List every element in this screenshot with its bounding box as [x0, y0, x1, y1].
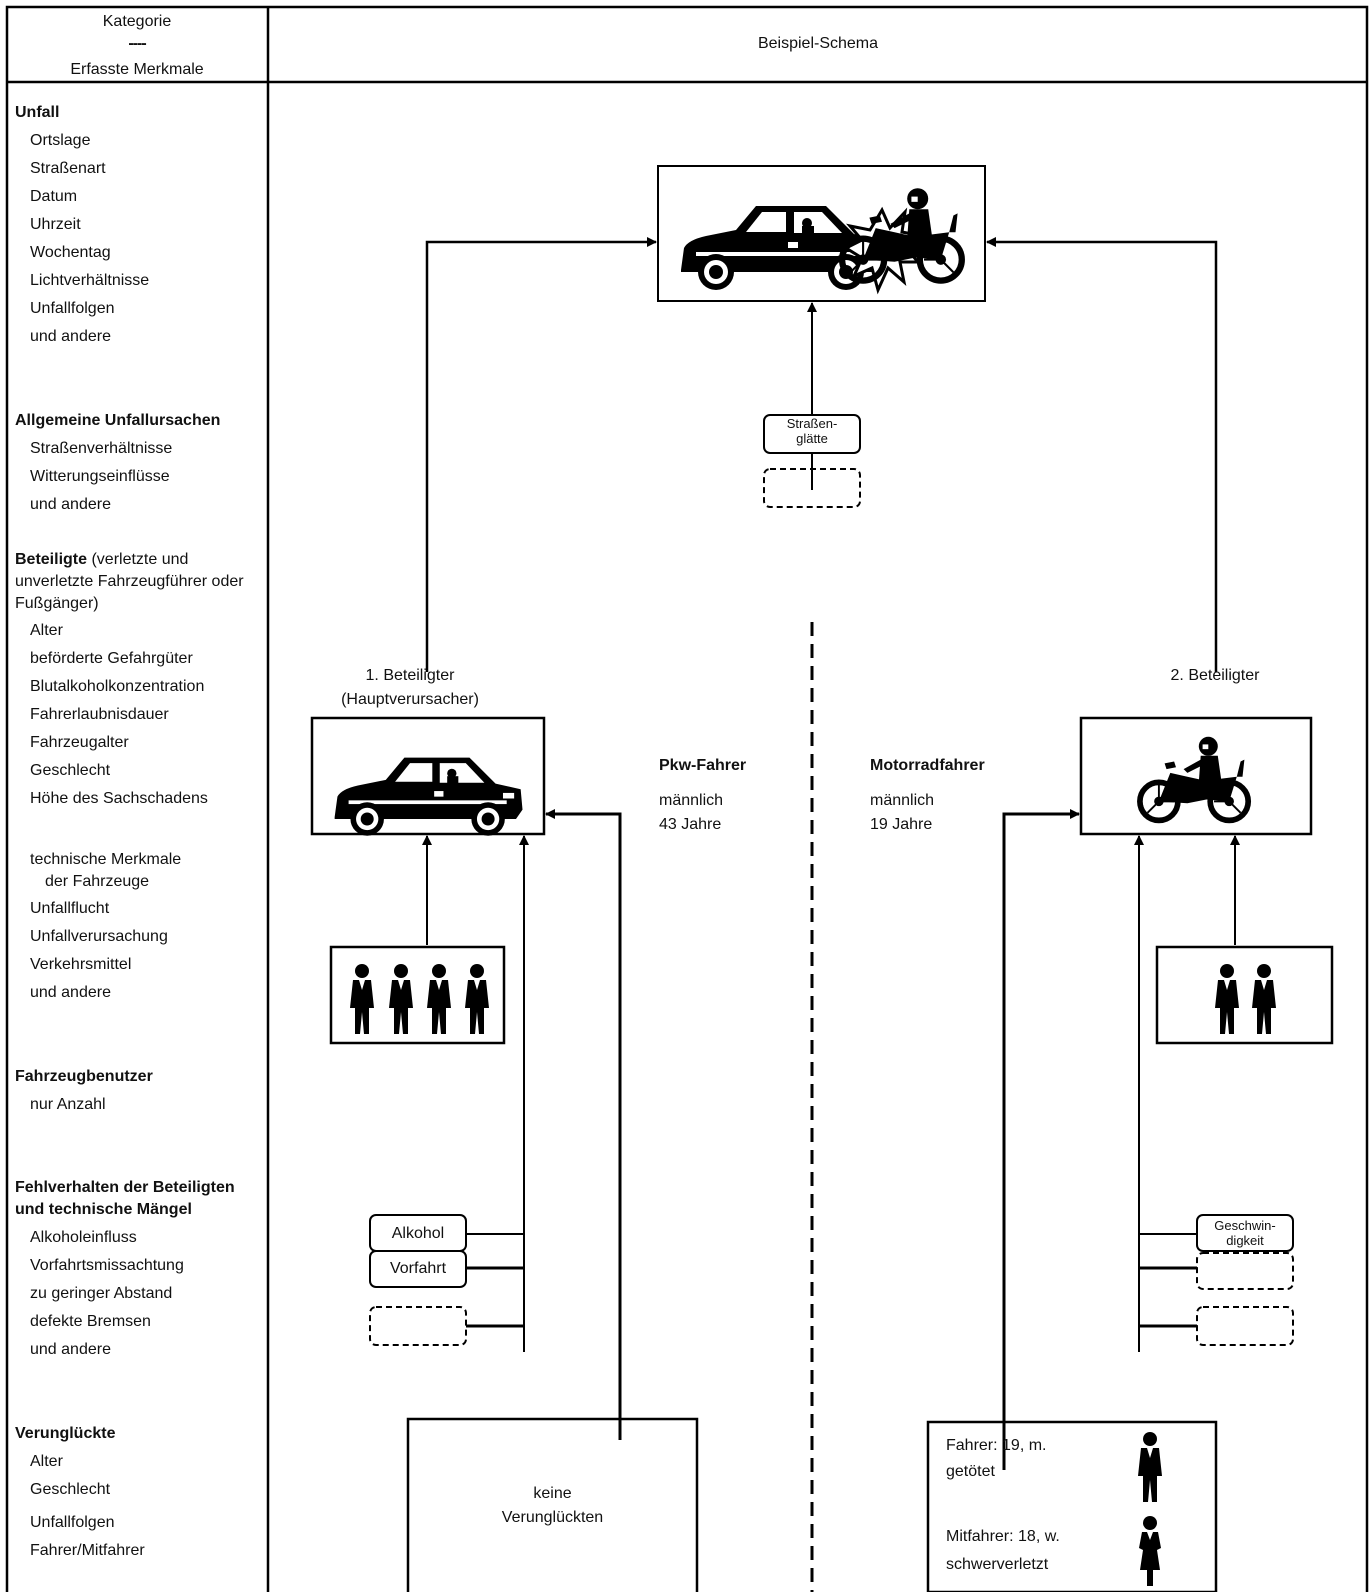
cause-empty-right-1 — [1196, 1252, 1294, 1290]
pkw-age: 43 Jahre — [659, 816, 722, 833]
list-item: der Fahrzeuge — [45, 873, 150, 890]
cause-vorfahrt-label: Vorfahrt — [389, 1260, 447, 1277]
list-item: Wochentag — [30, 244, 111, 261]
cause-alkohol-label: Alkohol — [391, 1225, 445, 1242]
fahrer-info: Fahrer: 19, m. — [946, 1437, 1047, 1454]
list-item: Alkoholeinfluss — [30, 1229, 137, 1246]
mitfahrer-status: schwerverletzt — [946, 1556, 1049, 1573]
list-item: technische Merkmale — [30, 851, 182, 868]
pkw-gender: männlich — [659, 792, 724, 809]
casualties-box-left — [406, 1417, 699, 1592]
mitfahrer-info: Mitfahrer: 18, w. — [946, 1528, 1060, 1545]
cause-strassenglaette-label: Straßen- — [786, 416, 838, 431]
crash-icon — [681, 188, 962, 295]
motorrad-age: 19 Jahre — [870, 816, 933, 833]
list-item: Fahrerlaubnisdauer — [30, 706, 169, 723]
category-beteiligte-note: (verletzte und — [87, 551, 189, 568]
motorrad-title: Motorradfahrer — [870, 757, 985, 774]
list-item: und andere — [30, 496, 111, 513]
category-beteiligte-note-line: unverletzte Fahrzeugführer oder — [15, 573, 244, 590]
category-verunglueckte-title: Verunglückte — [15, 1425, 116, 1442]
cause-vorfahrt-box — [369, 1250, 467, 1288]
cause-geschwindigkeit-label: Geschwin- — [1214, 1218, 1276, 1233]
arrow-beteiligter2-to-crash — [986, 237, 1218, 672]
cause-strassenglaette-box — [763, 414, 861, 454]
list-item: nur Anzahl — [30, 1096, 106, 1113]
cause-empty-left — [369, 1306, 467, 1346]
casualties-box-right — [926, 1420, 1218, 1592]
list-item: Alter — [30, 1453, 63, 1470]
header-divider-mark: ---- — [128, 35, 146, 52]
cause-strassenglaette-label: glätte — [796, 431, 828, 446]
list-item: Vorfahrtsmissachtung — [30, 1257, 184, 1274]
arrow-casualties-to-car — [545, 809, 622, 1440]
header-kategorie: Kategorie — [102, 13, 172, 30]
list-item: Unfallverursachung — [30, 928, 168, 945]
list-item: Straßenverhältnisse — [30, 440, 173, 457]
header-beispiel-schema: Beispiel-Schema — [757, 35, 879, 52]
cause-geschwindigkeit-box — [1196, 1214, 1294, 1252]
pkw-title: Pkw-Fahrer — [659, 757, 747, 774]
list-item: und andere — [30, 984, 111, 1001]
list-item: Unfallflucht — [30, 900, 110, 917]
list-item: Ortslage — [30, 132, 91, 149]
fahrer-status: getötet — [946, 1463, 995, 1480]
list-item: Straßenart — [30, 160, 106, 177]
list-item: Geschlecht — [30, 762, 111, 779]
beteiligter1-label: 1. Beteiligter — [365, 667, 455, 684]
list-item: Alter — [30, 622, 63, 639]
list-item: Datum — [30, 188, 78, 205]
list-item: Blutalkoholkonzentration — [30, 678, 205, 695]
category-fehlverhalten-title: Fehlverhalten der Beteiligten — [15, 1179, 235, 1196]
category-fahrzeugbenutzer-title: Fahrzeugbenutzer — [15, 1068, 153, 1085]
list-item: Uhrzeit — [30, 216, 81, 233]
category-beteiligte-note-line: Fußgänger) — [15, 595, 99, 612]
arrow-casualties-to-motorcycle — [1002, 809, 1080, 1470]
passengers-box-right — [1155, 945, 1334, 1045]
header-erfasste-merkmale: Erfasste Merkmale — [70, 61, 204, 78]
category-beteiligte-title: Beteiligte — [15, 551, 88, 568]
list-item: Fahrer/Mitfahrer — [30, 1542, 145, 1559]
list-item: defekte Bremsen — [30, 1313, 151, 1330]
category-fehlverhalten-title: und technische Mängel — [15, 1201, 192, 1218]
list-item: Witterungseinflüsse — [30, 468, 170, 485]
list-item: Verkehrsmittel — [30, 956, 132, 973]
keine-verunglueckten-label: keine — [533, 1485, 572, 1502]
list-item: Höhe des Sachschadens — [30, 790, 208, 807]
cause-geschwindigkeit-label: digkeit — [1226, 1233, 1264, 1248]
list-item: beförderte Gefahrgüter — [30, 650, 193, 667]
motorcycle-box — [1079, 716, 1313, 836]
cause-empty-right-2 — [1196, 1306, 1294, 1346]
beteiligter2-label: 2. Beteiligter — [1170, 667, 1260, 684]
beteiligter1-sublabel: (Hauptverursacher) — [341, 691, 479, 708]
list-item: Unfallfolgen — [30, 300, 115, 317]
arrow-beteiligter1-to-crash — [425, 237, 657, 672]
list-item: Unfallfolgen — [30, 1514, 115, 1531]
list-item: Fahrzeugalter — [30, 734, 129, 751]
category-unfall-title: Unfall — [15, 104, 60, 121]
list-item: und andere — [30, 328, 111, 345]
category-beteiligte-heading: Beteiligte (verletzte und — [15, 550, 188, 570]
cause-empty-box — [763, 468, 861, 508]
keine-verunglueckten-label: Verunglückten — [501, 1509, 604, 1526]
list-item: zu geringer Abstand — [30, 1285, 173, 1302]
list-item: und andere — [30, 1341, 111, 1358]
list-item: Geschlecht — [30, 1481, 111, 1498]
category-ursachen-title: Allgemeine Unfallursachen — [15, 412, 221, 429]
list-item: Lichtverhältnisse — [30, 272, 150, 289]
motorrad-gender: männlich — [870, 792, 935, 809]
table-border — [5, 5, 1369, 1592]
